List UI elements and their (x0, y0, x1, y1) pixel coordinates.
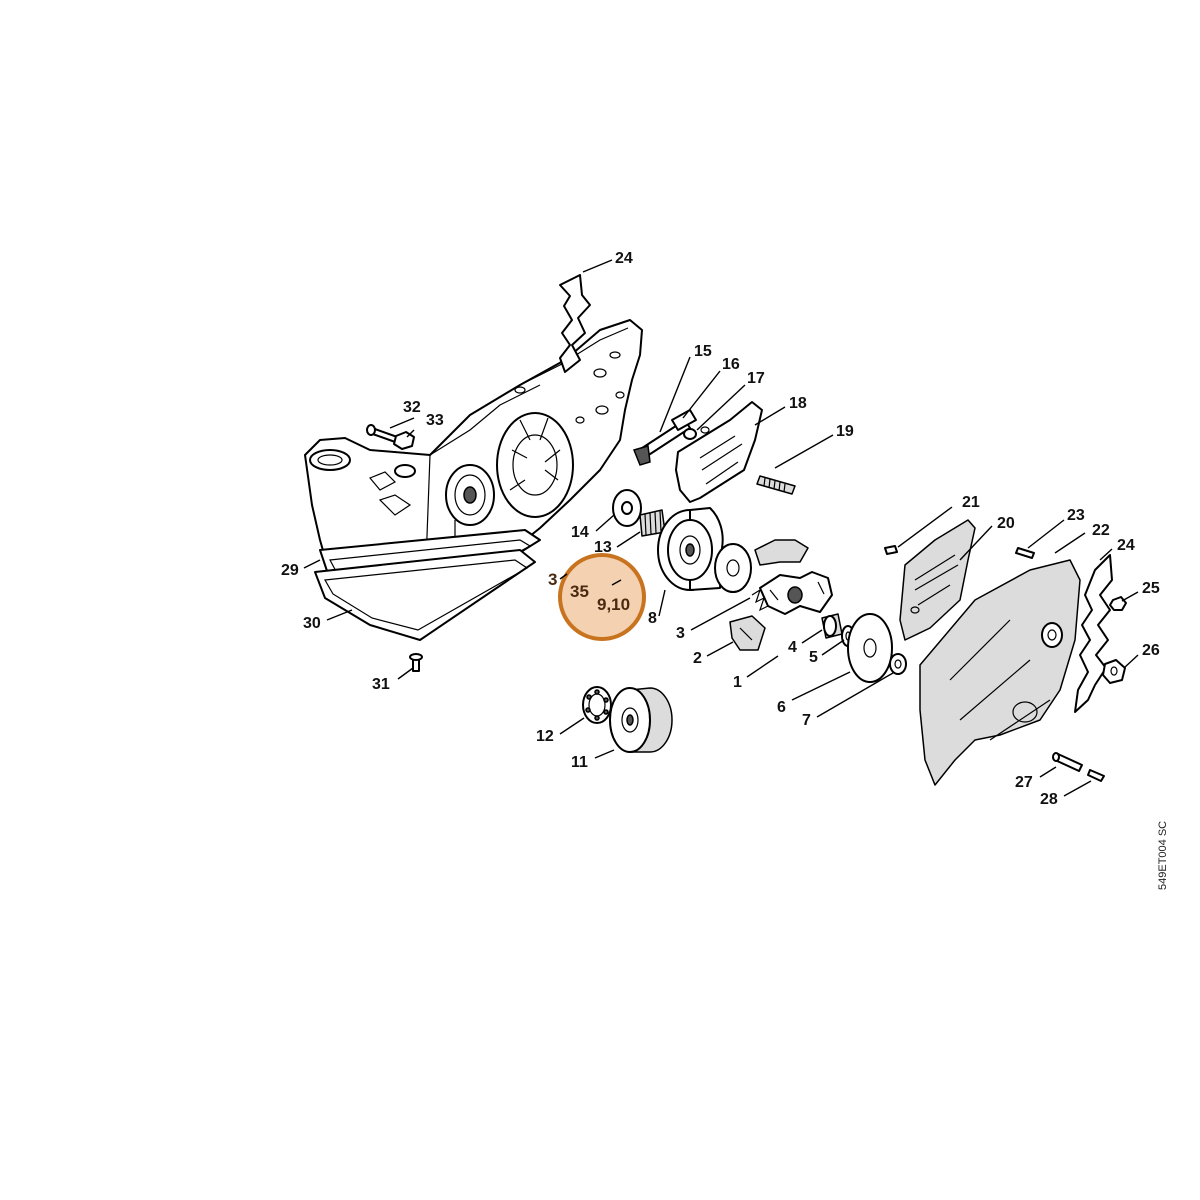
callout-4: 4 (788, 639, 797, 656)
callout-29: 29 (281, 562, 299, 579)
callout-11: 11 (571, 754, 588, 771)
pulley-11 (609, 687, 673, 753)
callout-23: 23 (1067, 507, 1085, 524)
plate-20 (899, 519, 976, 641)
callout-24: 24 (1117, 537, 1135, 554)
clutch-shoe-top (754, 539, 809, 566)
nut-25 (1109, 596, 1127, 611)
sprocket-cover-22 (919, 559, 1081, 786)
stud-15-16 (632, 409, 697, 466)
stud-19 (756, 475, 796, 495)
crankcase-housing (304, 319, 643, 601)
callout-14: 14 (571, 524, 589, 541)
sleeve-4 (821, 613, 843, 639)
plate-18 (675, 401, 763, 503)
callout-21: 21 (962, 494, 980, 511)
clutch-carrier-1 (759, 571, 833, 615)
callout-24: 24 (615, 250, 633, 267)
clutch-drum-8 (657, 507, 724, 591)
screw-31 (409, 653, 423, 672)
nut-33 (393, 431, 415, 450)
callout-8: 8 (648, 610, 657, 627)
washer-14 (612, 489, 642, 527)
gasket-24-left (559, 274, 591, 373)
screw-28 (1087, 769, 1105, 782)
bearing-12 (582, 686, 612, 724)
leader-lines (303, 259, 1139, 797)
callout-27: 27 (1015, 774, 1033, 791)
washer-disc (714, 543, 752, 593)
callout-13: 13 (594, 539, 612, 556)
callout-15: 15 (694, 343, 712, 360)
callout-16: 16 (722, 356, 740, 373)
callout-7: 7 (802, 712, 811, 729)
callout-32: 32 (403, 399, 421, 416)
callout-12: 12 (536, 728, 554, 745)
callout-33: 33 (426, 412, 444, 429)
callout-9-10: 9,10 (597, 595, 630, 614)
callout-19: 19 (836, 423, 854, 440)
callout-labels: 24 15 16 17 18 19 32 33 14 13 21 20 23 2… (281, 250, 1160, 808)
callout-28: 28 (1040, 791, 1058, 808)
highlight-circle (558, 553, 646, 641)
callout-5: 5 (809, 649, 818, 666)
clutch-shoe-2 (729, 615, 766, 651)
callout-6: 6 (777, 699, 786, 716)
callout-30: 30 (303, 615, 321, 632)
needle-cage-13 (639, 509, 666, 537)
callout-3: 3 (676, 625, 685, 642)
nut-26 (1102, 659, 1126, 684)
nut-7 (889, 653, 907, 675)
callout-26: 26 (1142, 642, 1160, 659)
callout-35: 35 (570, 582, 589, 601)
callout-2: 2 (693, 650, 702, 667)
reference-code: 549ET004 SC (1157, 821, 1169, 890)
callout-25: 25 (1142, 580, 1160, 597)
gasket-24-right (1074, 554, 1113, 713)
thrust-washer-6 (847, 613, 893, 683)
callout-1: 1 (733, 674, 742, 691)
callout-17: 17 (747, 370, 765, 387)
base-plate-29-30 (314, 529, 541, 641)
nut-17 (683, 428, 697, 440)
clutch-spring-3 (751, 588, 769, 612)
pin-27 (1052, 752, 1083, 772)
callout-20: 20 (997, 515, 1015, 532)
screw-23 (1015, 547, 1035, 559)
pin-21 (884, 545, 898, 555)
callout-22: 22 (1092, 522, 1110, 539)
callout-18: 18 (789, 395, 807, 412)
callout-31: 31 (372, 676, 390, 693)
callout-3: 3 (548, 570, 557, 589)
